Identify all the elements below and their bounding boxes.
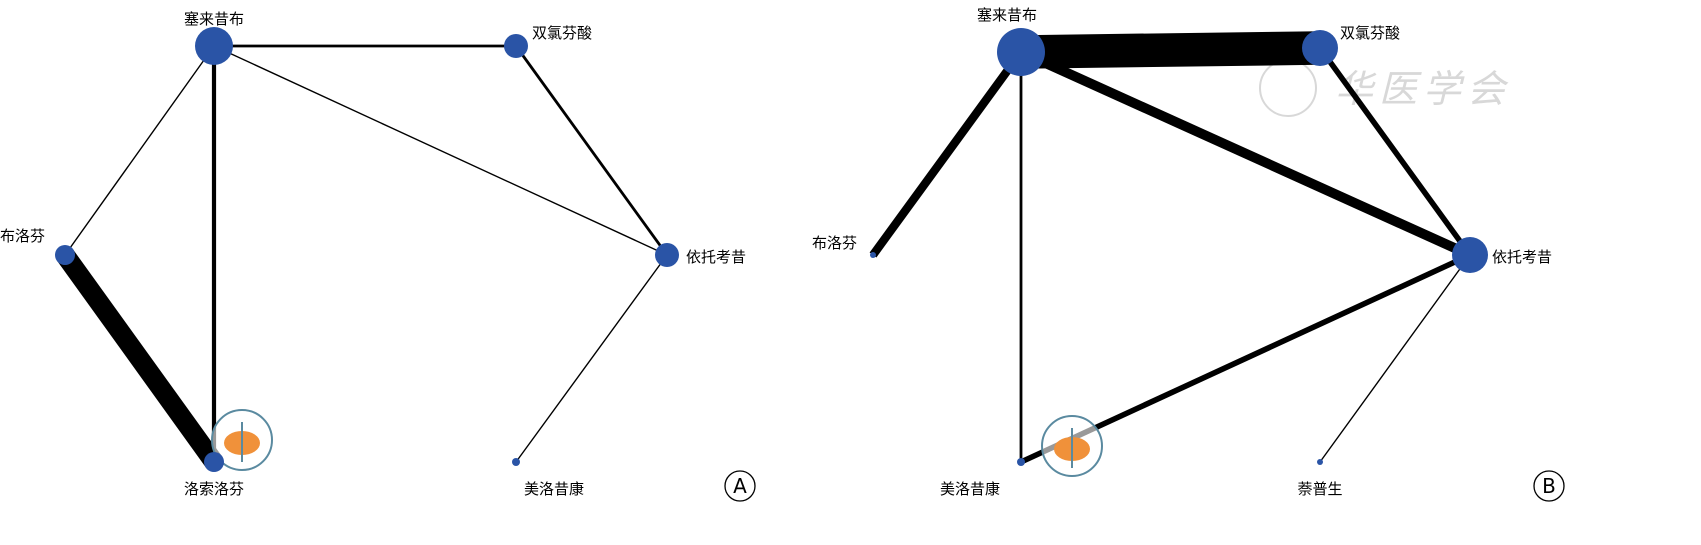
node-label-celecoxib: 塞来昔布 xyxy=(977,6,1037,24)
node-naproxen xyxy=(1317,459,1323,465)
nodes xyxy=(55,27,1488,472)
node-diclofenac xyxy=(1302,30,1338,66)
node-label-meloxicam: 美洛昔康 xyxy=(524,480,584,498)
edge-celecoxib-etoricoxib xyxy=(213,45,668,256)
node-label-etoricoxib: 依托考昔 xyxy=(1492,248,1552,266)
node-etoricoxib xyxy=(1452,237,1488,273)
svg-text:A: A xyxy=(733,474,747,498)
node-label-ibuprofen: 布洛芬 xyxy=(812,234,857,252)
node-label-loxoprofen: 洛索洛芬 xyxy=(184,480,244,498)
node-celecoxib xyxy=(997,28,1045,76)
node-label-diclofenac: 双氯芬酸 xyxy=(1340,24,1400,42)
node-label-ibuprofen: 布洛芬 xyxy=(0,227,45,245)
node-celecoxib xyxy=(195,27,233,65)
edge-diclofenac-etoricoxib xyxy=(1317,46,1473,257)
node-ibuprofen xyxy=(870,252,876,258)
medical-association-logo xyxy=(1041,415,1103,477)
edge-ibuprofen-loxoprofen xyxy=(57,249,222,468)
node-label-etoricoxib: 依托考昔 xyxy=(686,248,746,266)
node-label-meloxicam: 美洛昔康 xyxy=(940,480,1000,498)
node-meloxicam xyxy=(1017,458,1025,466)
node-label-celecoxib: 塞来昔布 xyxy=(184,10,244,28)
panel-label-b: B xyxy=(1533,470,1565,502)
edge-etoricoxib-meloxicam xyxy=(515,254,668,463)
edge-celecoxib-diclofenac xyxy=(1020,31,1321,69)
edge-diclofenac-etoricoxib xyxy=(514,45,669,256)
node-label-naproxen: 萘普生 xyxy=(1297,480,1342,498)
svg-text:B: B xyxy=(1542,474,1556,498)
node-loxoprofen xyxy=(204,452,224,472)
watermark-seal xyxy=(1259,59,1317,117)
edge-etoricoxib-naproxen xyxy=(1319,254,1471,463)
panel-label-a: A xyxy=(724,470,756,502)
node-meloxicam xyxy=(512,458,520,466)
node-diclofenac xyxy=(504,34,528,58)
edge-celecoxib-ibuprofen xyxy=(869,49,1025,258)
logo-watermark xyxy=(211,409,1103,477)
node-etoricoxib xyxy=(655,243,679,267)
node-label-diclofenac: 双氯芬酸 xyxy=(532,24,592,42)
medical-association-logo xyxy=(211,409,273,471)
watermark: 华医学会 xyxy=(1259,59,1505,117)
edge-celecoxib-ibuprofen xyxy=(64,45,215,256)
node-ibuprofen xyxy=(55,245,75,265)
edges xyxy=(57,31,1473,468)
edge-celecoxib-etoricoxib xyxy=(1018,47,1473,260)
